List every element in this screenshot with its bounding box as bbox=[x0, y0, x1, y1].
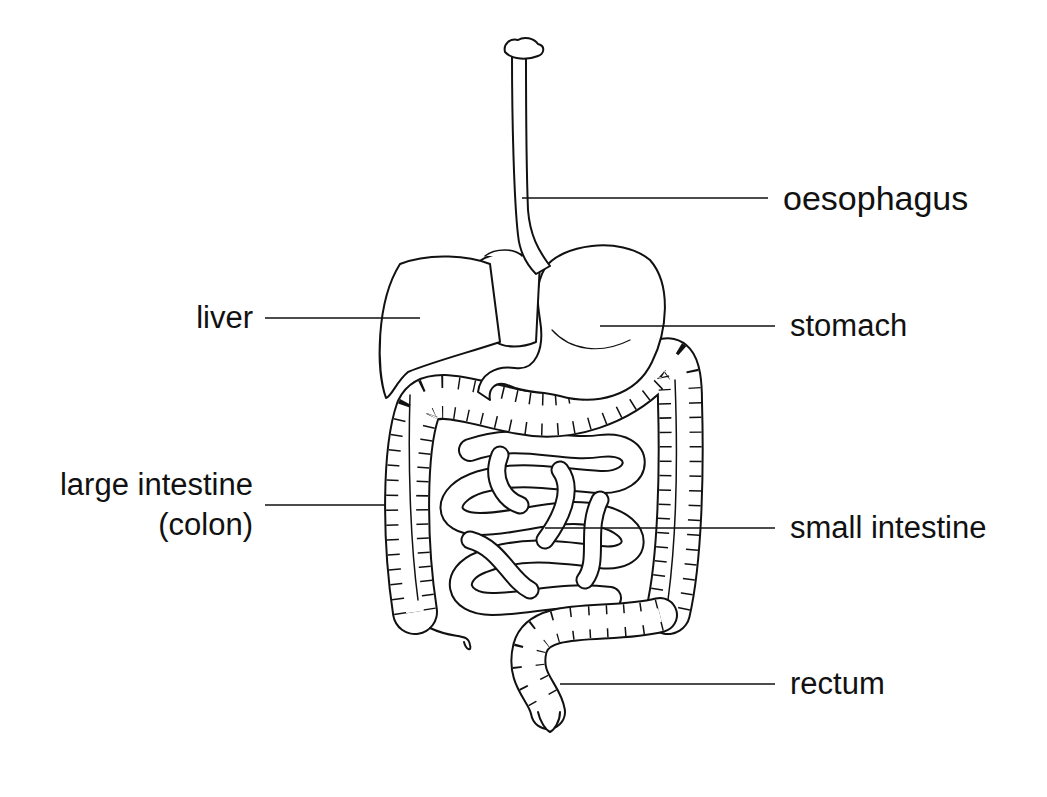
organ-label: stomach bbox=[790, 306, 907, 346]
organ-label: small intestine bbox=[790, 508, 986, 548]
label-holder: stomach bbox=[790, 306, 907, 346]
label-holder: rectum bbox=[790, 664, 885, 704]
small-intestine-drawing bbox=[452, 442, 634, 604]
label-holder: large intestine (colon) bbox=[13, 465, 253, 546]
organ-label: rectum bbox=[790, 664, 885, 704]
organ-label: liver bbox=[196, 298, 253, 338]
rectum-drawing bbox=[528, 615, 660, 732]
label-holder: oesophagus bbox=[783, 176, 968, 220]
label-holder: liver bbox=[196, 298, 253, 338]
organ-label: oesophagus bbox=[783, 176, 968, 220]
label-holder: small intestine bbox=[790, 508, 986, 548]
oesophagus-drawing bbox=[505, 38, 550, 274]
stomach-drawing bbox=[478, 245, 665, 400]
liver-drawing bbox=[380, 250, 540, 398]
leader-lines bbox=[265, 198, 775, 684]
organ-label: large intestine (colon) bbox=[13, 465, 253, 546]
